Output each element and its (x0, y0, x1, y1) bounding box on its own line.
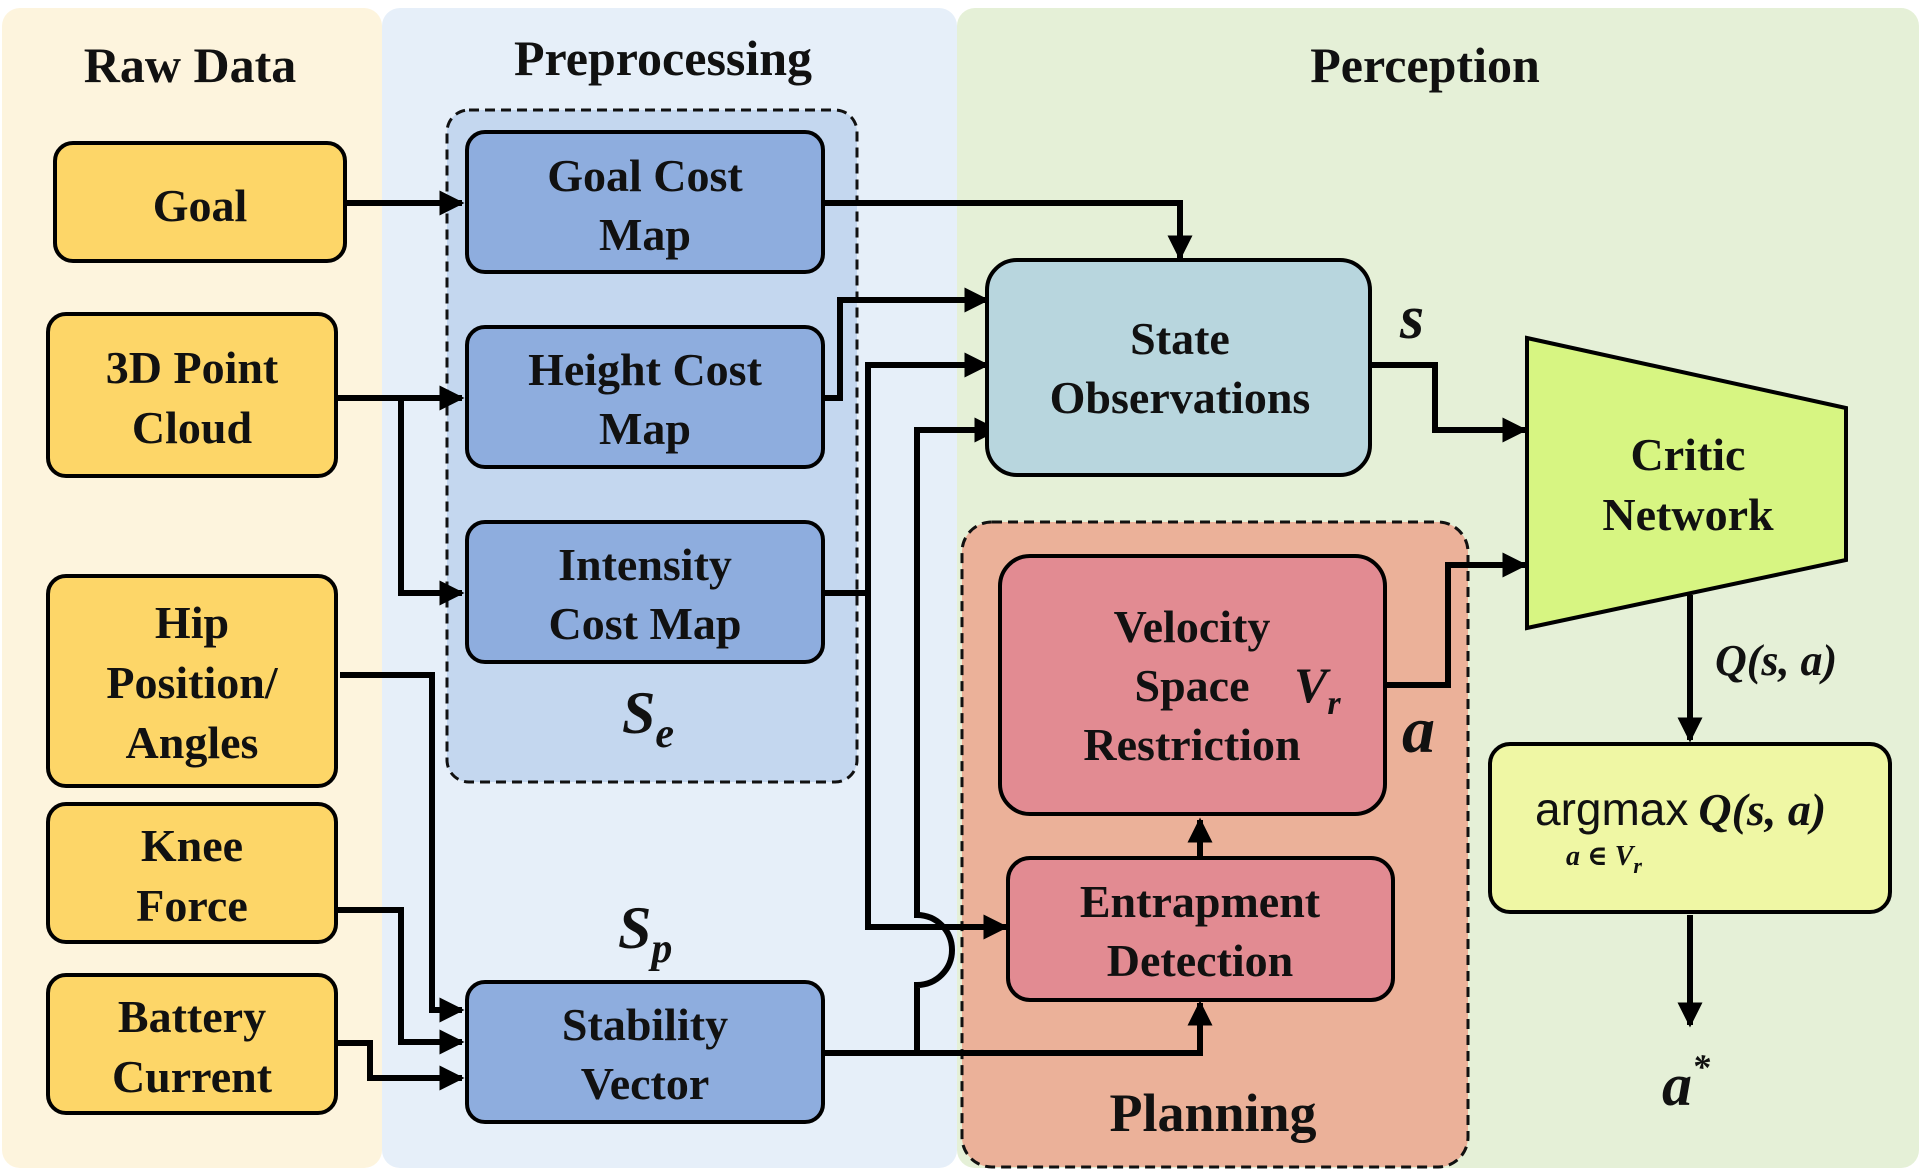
stability-vector-box: Stability Vector (465, 980, 825, 1124)
hip-label-3: Angles (126, 717, 259, 768)
state-label-1: State (1130, 313, 1230, 364)
hip-box: Hip Position/ Angles (46, 574, 338, 788)
goal-cost-map-box: Goal Cost Map (465, 130, 825, 274)
velocity-label-1: Velocity (1114, 601, 1271, 652)
sp-label: Sp (618, 895, 672, 972)
connections (336, 190, 1703, 1091)
intensity-cost-label-1: Intensity (558, 539, 732, 590)
state-label-2: Observations (1050, 372, 1311, 423)
velocity-label-3: Restriction (1083, 719, 1300, 770)
battery-box: Battery Current (46, 973, 338, 1115)
wire-goalcost-state (823, 200, 1193, 261)
wire-velocity-critic (1385, 552, 1528, 688)
planning-title: Planning (1109, 1083, 1316, 1143)
preprocessing-title: Preprocessing (514, 30, 812, 86)
argmax-subscript: a ∈ Vr (1566, 841, 1642, 878)
raw-data-title: Raw Data (84, 37, 296, 93)
wire-stability-state (914, 417, 1000, 1053)
goal-label: Goal (153, 180, 248, 231)
goal-cost-label-1: Goal Cost (547, 150, 743, 201)
wire-height-state (823, 287, 990, 401)
wire-stability-entrapment (823, 1000, 1213, 1056)
hip-label-1: Hip (155, 597, 229, 648)
wire-state-critic (1370, 362, 1528, 443)
point-cloud-label-2: Cloud (132, 402, 253, 453)
critic-label-1: Critic (1631, 429, 1746, 480)
goal-box: Goal (53, 141, 347, 263)
entrapment-label-2: Detection (1107, 935, 1293, 986)
state-observations-box: State Observations (985, 258, 1372, 477)
stability-label-1: Stability (562, 999, 728, 1050)
se-label: Se (622, 680, 674, 757)
velocity-label-2: Space (1135, 660, 1250, 711)
wire-battery (336, 1040, 465, 1091)
knee-label-1: Knee (141, 820, 243, 871)
entrapment-detection-box: Entrapment Detection (1006, 856, 1395, 1002)
optimal-action-label: a* (1662, 1047, 1711, 1118)
wire-intensity-state (823, 352, 990, 596)
intensity-cost-map-box: Intensity Cost Map (465, 520, 825, 664)
height-cost-map-box: Height Cost Map (465, 325, 825, 469)
battery-label-1: Battery (118, 991, 266, 1042)
q-value-label: Q(s, a) (1715, 636, 1837, 685)
wire-intensity-entrapment (865, 593, 1009, 940)
wire-cloud-intensity (398, 398, 465, 606)
velocity-space-restriction-box: Velocity Space Restriction (998, 554, 1387, 816)
stability-label-2: Vector (581, 1058, 710, 1109)
critic-network: Critic Network (1525, 335, 1848, 631)
height-cost-label-1: Height Cost (528, 344, 763, 395)
point-cloud-box: 3D Point Cloud (46, 312, 338, 478)
height-cost-label-2: Map (599, 403, 691, 454)
wire-knee (336, 907, 465, 1055)
goal-cost-label-2: Map (599, 209, 691, 260)
point-cloud-label-1: 3D Point (106, 342, 279, 393)
critic-label-2: Network (1602, 489, 1774, 540)
hip-label-2: Position/ (106, 657, 278, 708)
knee-box: Knee Force (46, 802, 338, 944)
battery-label-2: Current (112, 1051, 273, 1102)
entrapment-label-1: Entrapment (1080, 876, 1321, 927)
wire-hip (340, 672, 465, 1023)
vr-label: Vr (1294, 657, 1341, 722)
s-label: s (1399, 284, 1424, 352)
a-label: a (1402, 694, 1435, 767)
perception-title: Perception (1310, 37, 1540, 93)
intensity-cost-label-2: Cost Map (549, 598, 742, 649)
knee-label-2: Force (136, 880, 248, 931)
